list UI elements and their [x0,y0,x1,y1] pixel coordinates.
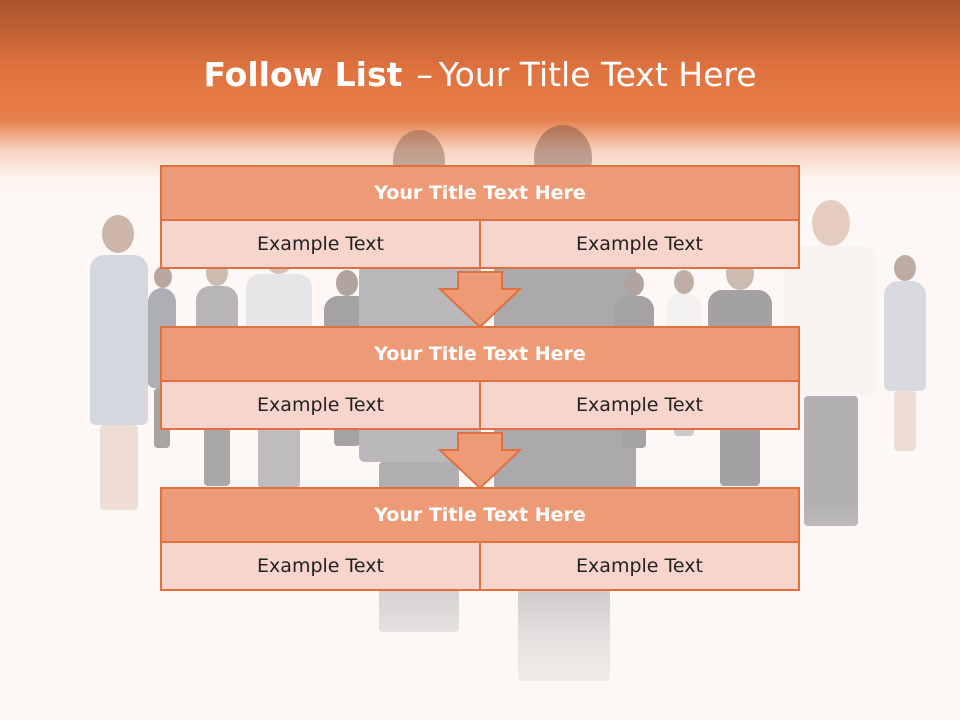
block-cell-left[interactable]: Example Text [160,543,481,591]
slide-title: Follow List–Your Title Text Here [0,52,960,98]
block-row: Example Text Example Text [160,382,800,430]
person-figure [880,255,930,455]
block-cell-right[interactable]: Example Text [481,382,800,430]
title-separator: – [416,55,433,94]
title-bold: Follow List [203,55,403,94]
title-rest: Your Title Text Here [438,55,757,94]
flow-block: Your Title Text Here Example Text Exampl… [160,326,800,430]
block-title[interactable]: Your Title Text Here [160,165,800,221]
block-cell-left[interactable]: Example Text [160,221,481,269]
block-row: Example Text Example Text [160,543,800,591]
down-arrow-icon [438,271,522,329]
flow-block: Your Title Text Here Example Text Exampl… [160,165,800,269]
flow-block: Your Title Text Here Example Text Exampl… [160,487,800,591]
person-figure [84,215,154,515]
block-row: Example Text Example Text [160,221,800,269]
block-cell-left[interactable]: Example Text [160,382,481,430]
block-cell-right[interactable]: Example Text [481,221,800,269]
down-arrow-icon [438,432,522,490]
block-title[interactable]: Your Title Text Here [160,326,800,382]
block-title[interactable]: Your Title Text Here [160,487,800,543]
block-cell-right[interactable]: Example Text [481,543,800,591]
